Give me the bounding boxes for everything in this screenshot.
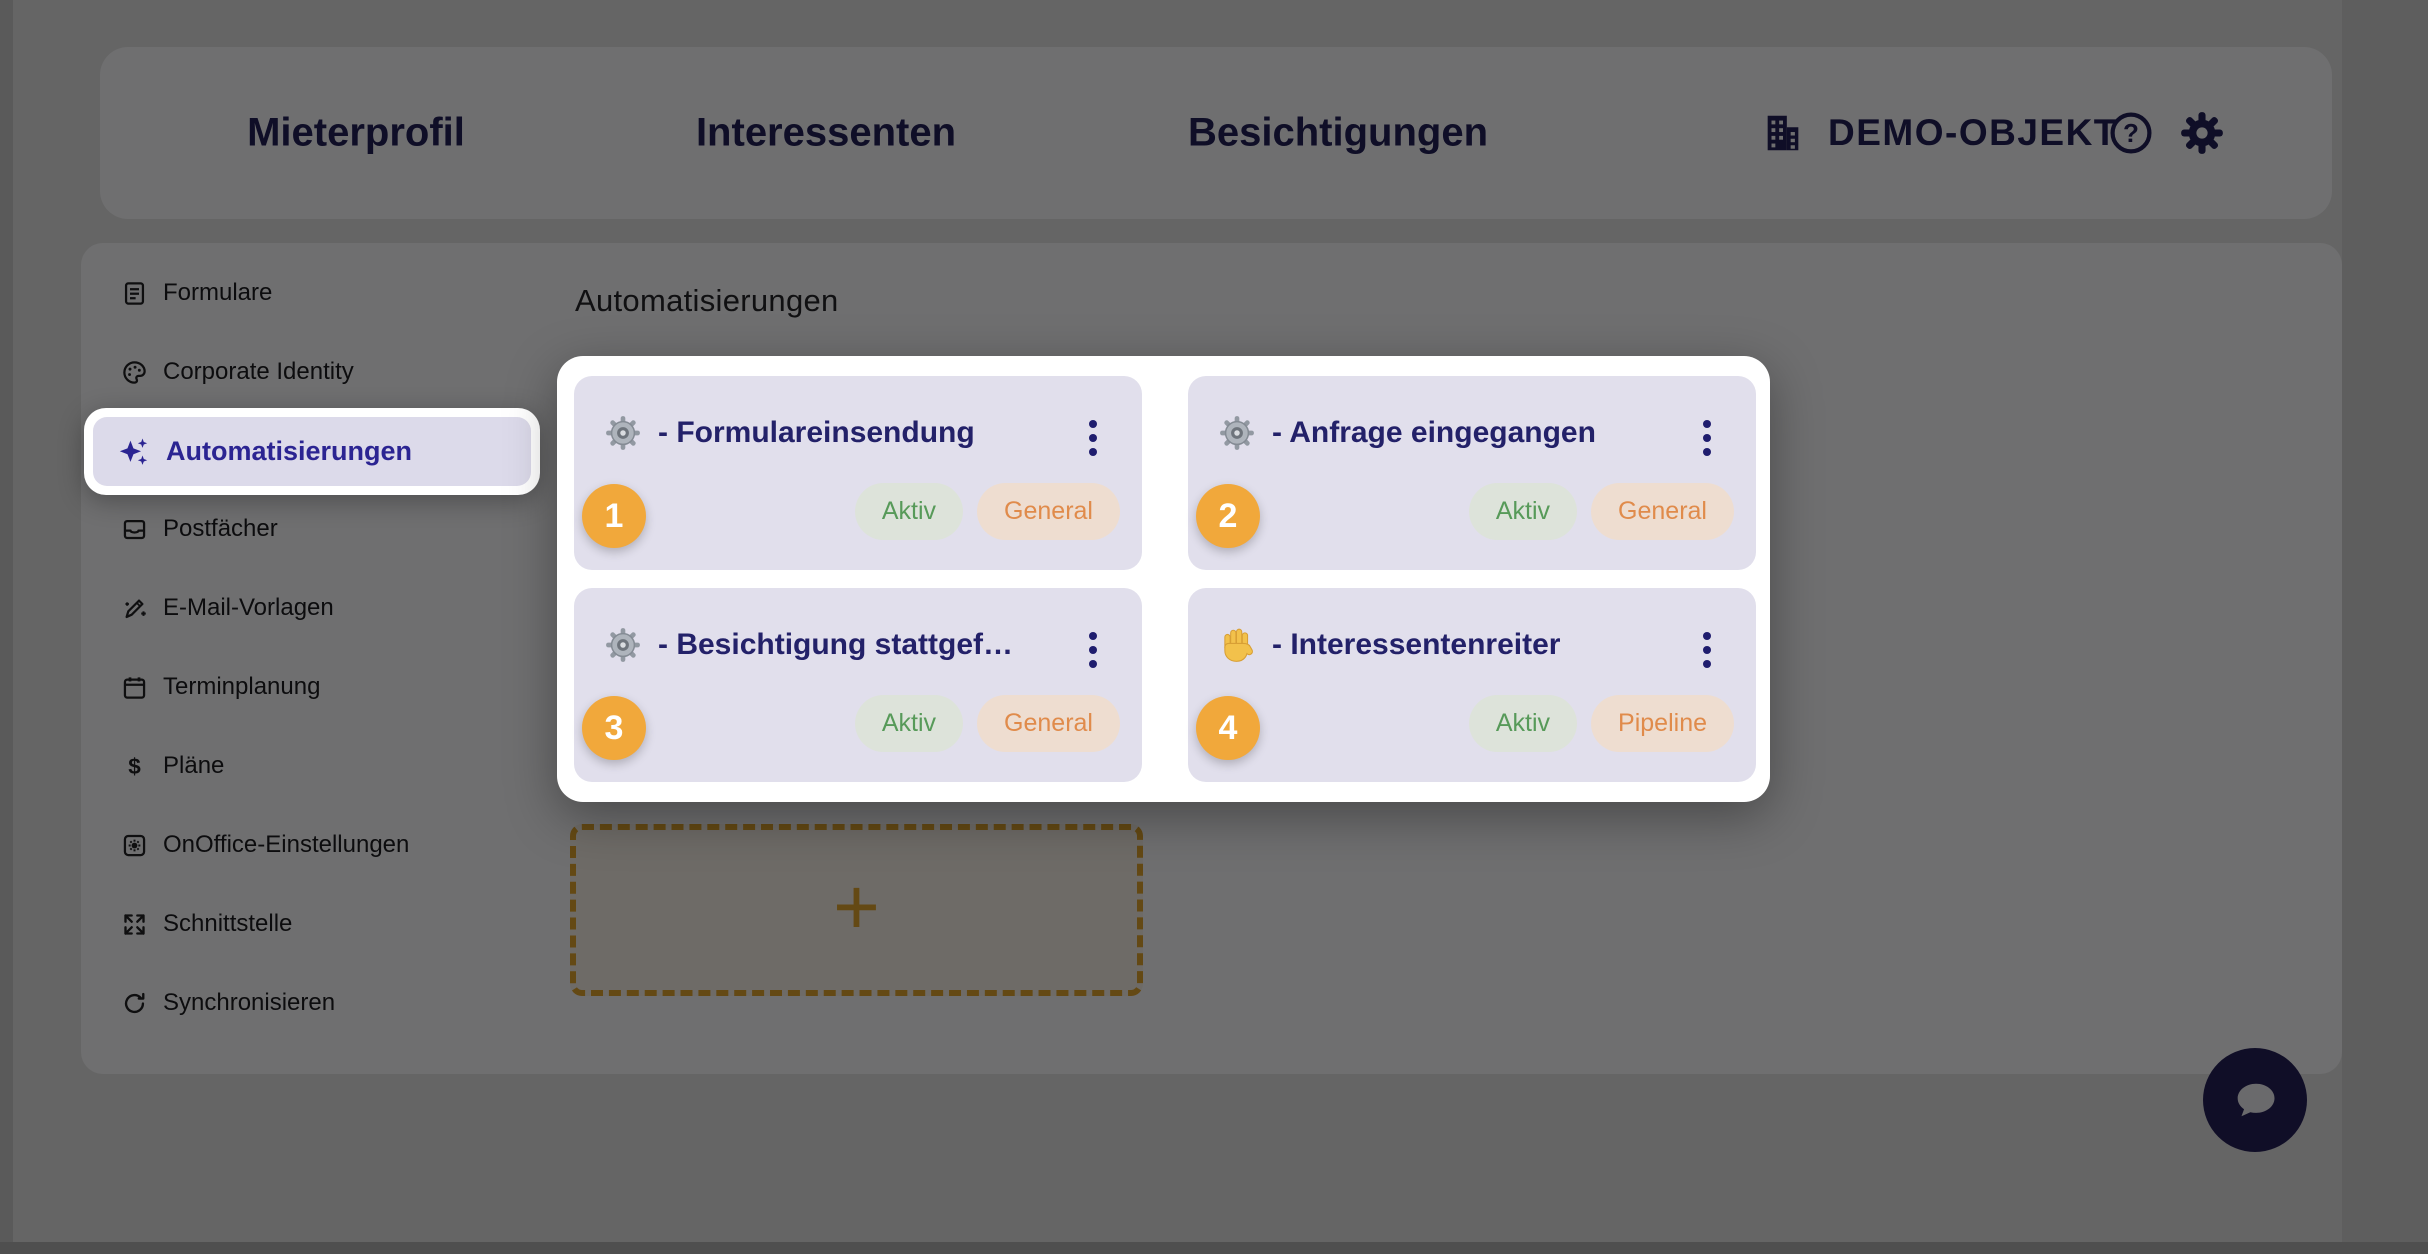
- status-badge: Aktiv: [854, 695, 964, 752]
- card-title: - Interessentenreiter: [1272, 628, 1561, 661]
- tag-badge: Pipeline: [1591, 695, 1734, 752]
- card-title: - Besichtigung stattgef…: [658, 628, 1014, 661]
- step-badge: 2: [1196, 484, 1260, 548]
- sidebar-item-automatisierungen[interactable]: Automatisierungen: [93, 417, 531, 486]
- gear-emoji: [1218, 414, 1256, 452]
- sidebar-item-automatisierungen-spotlight[interactable]: Automatisierungen: [84, 408, 540, 495]
- automation-card-4[interactable]: - Interessentenreiter 4 Aktiv Pipeline: [1188, 588, 1756, 782]
- step-badge: 4: [1196, 696, 1260, 760]
- card-badges: Aktiv Pipeline: [1468, 695, 1734, 752]
- card-header: - Anfrage eingegangen: [1218, 414, 1678, 452]
- automation-card-2[interactable]: - Anfrage eingegangen 2 Aktiv General: [1188, 376, 1756, 570]
- card-header: - Formulareinsendung: [604, 414, 1064, 452]
- card-badges: Aktiv General: [854, 695, 1120, 752]
- tag-badge: General: [977, 695, 1120, 752]
- automations-spotlight-panel: - Formulareinsendung 1 Aktiv General - A…: [557, 356, 1770, 802]
- status-badge: Aktiv: [1468, 695, 1578, 752]
- sidebar-item-label: Automatisierungen: [166, 436, 413, 466]
- gear-emoji: [604, 626, 642, 664]
- automation-card-3[interactable]: - Besichtigung stattgef… 3 Aktiv General: [574, 588, 1142, 782]
- card-title: - Formulareinsendung: [658, 416, 975, 449]
- card-badges: Aktiv General: [854, 483, 1120, 540]
- sparkles-icon: [117, 435, 151, 469]
- hand-emoji: [1218, 626, 1256, 664]
- automation-card-1[interactable]: - Formulareinsendung 1 Aktiv General: [574, 376, 1142, 570]
- status-badge: Aktiv: [854, 483, 964, 540]
- tag-badge: General: [977, 483, 1120, 540]
- card-title: - Anfrage eingegangen: [1272, 416, 1596, 449]
- step-badge: 1: [582, 484, 646, 548]
- tag-badge: General: [1591, 483, 1734, 540]
- card-menu-button[interactable]: [1076, 630, 1110, 670]
- card-menu-button[interactable]: [1690, 630, 1724, 670]
- card-header: - Interessentenreiter: [1218, 626, 1678, 664]
- card-menu-button[interactable]: [1076, 418, 1110, 458]
- card-header: - Besichtigung stattgef…: [604, 626, 1064, 664]
- step-badge: 3: [582, 696, 646, 760]
- status-badge: Aktiv: [1468, 483, 1578, 540]
- card-badges: Aktiv General: [1468, 483, 1734, 540]
- gear-emoji: [604, 414, 642, 452]
- card-menu-button[interactable]: [1690, 418, 1724, 458]
